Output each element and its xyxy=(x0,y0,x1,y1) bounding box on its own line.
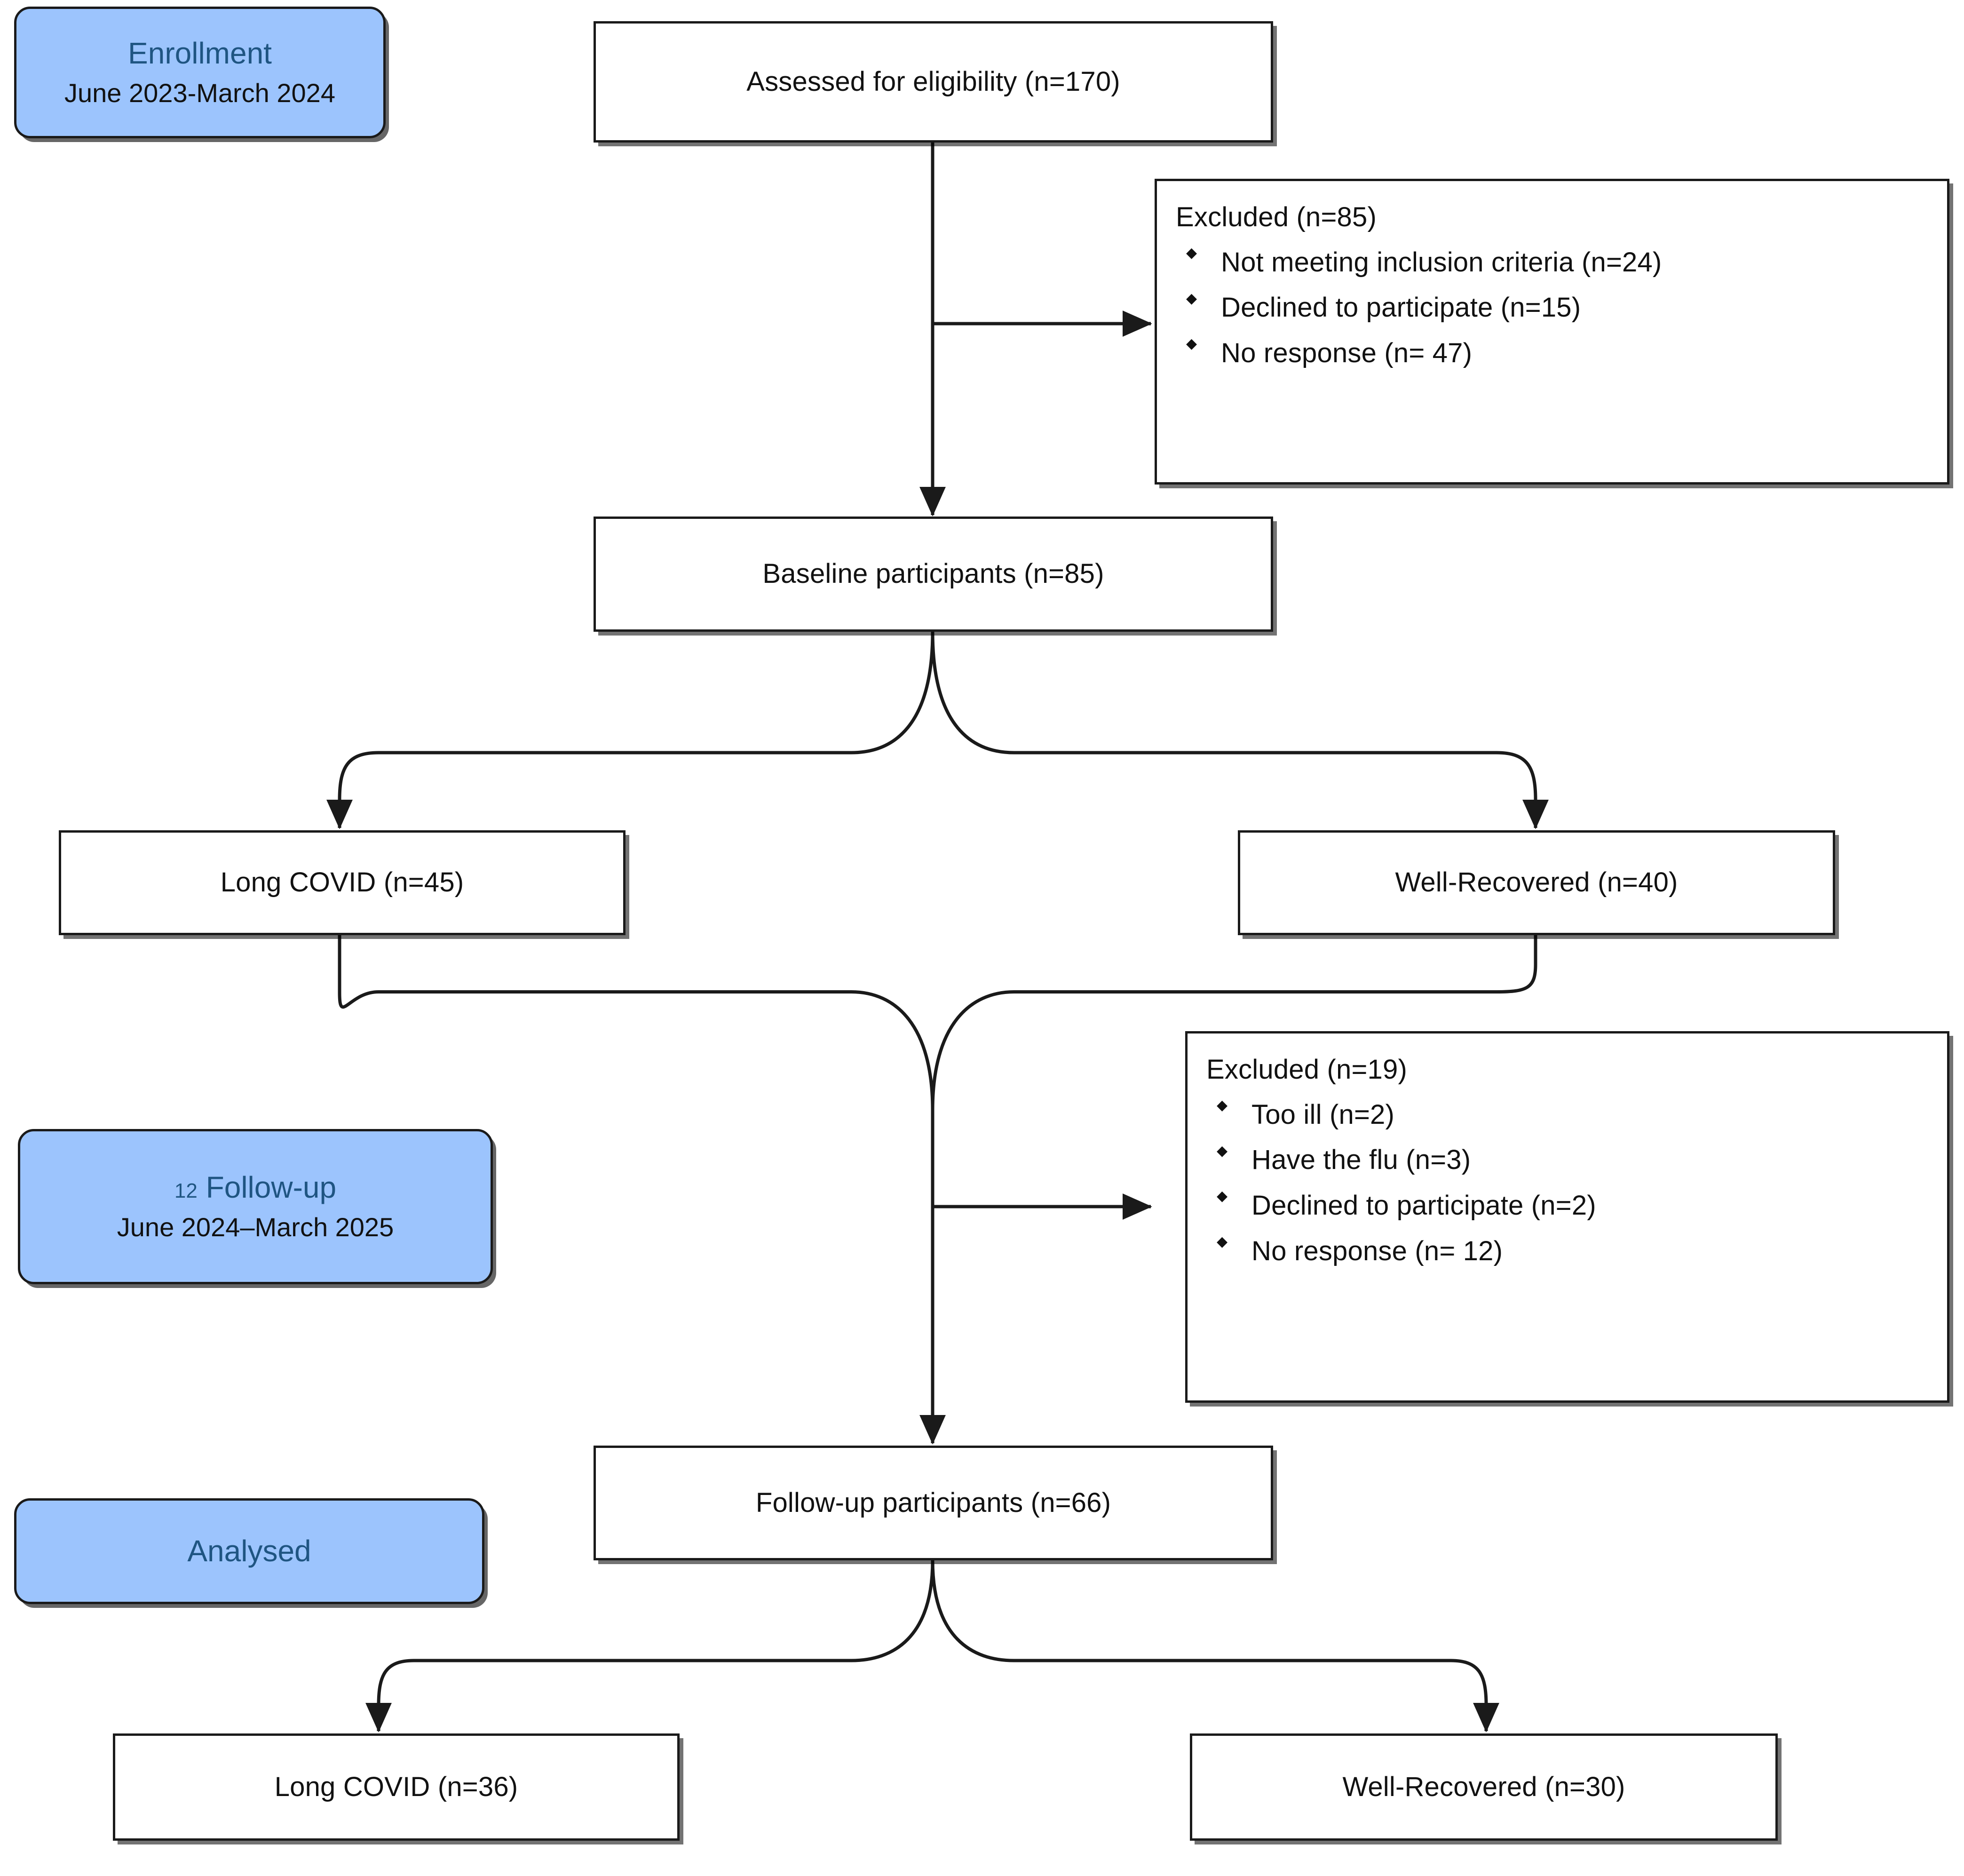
node-followup-long-covid: Long COVID (n=36) xyxy=(113,1733,680,1841)
edge-baseline-split-left xyxy=(326,631,934,829)
node-baseline-well-recovered: Well-Recovered (n=40) xyxy=(1238,830,1835,935)
stage-badge-followup-subtitle: June 2024–March 2025 xyxy=(117,1212,394,1242)
node-followup-participants-label: Follow-up participants (n=66) xyxy=(755,1487,1111,1518)
node-followup-well-recovered-label: Well-Recovered (n=30) xyxy=(1342,1771,1625,1802)
stage-badge-enrollment-title-text: Enrollment xyxy=(128,36,272,70)
list-item: Not meeting inclusion criteria (n=24) xyxy=(1176,246,1930,279)
stage-badge-analysed-title-text: Analysed xyxy=(187,1534,311,1568)
excluded-followup-reason-0: Too ill (n=2) xyxy=(1251,1099,1395,1130)
list-item: Too ill (n=2) xyxy=(1206,1098,1930,1132)
node-followup-participants: Follow-up participants (n=66) xyxy=(594,1446,1273,1560)
list-item: No response (n= 12) xyxy=(1206,1235,1930,1268)
node-baseline-label: Baseline participants (n=85) xyxy=(762,558,1104,589)
node-followup-well-recovered: Well-Recovered (n=30) xyxy=(1190,1733,1778,1841)
excluded-followup-reason-1: Have the flu (n=3) xyxy=(1251,1145,1471,1176)
stage-badge-followup-title: 12 Follow-up xyxy=(174,1170,337,1205)
node-baseline-participants: Baseline participants (n=85) xyxy=(594,517,1273,632)
excluded-enrollment-heading: Excluded (n=85) xyxy=(1176,202,1377,232)
list-item: Declined to participate (n=15) xyxy=(1176,291,1930,325)
list-item: No response (n= 47) xyxy=(1176,337,1930,370)
excluded-enrollment-reason-list: Not meeting inclusion criteria (n=24) De… xyxy=(1176,246,1930,370)
stage-badge-enrollment-subtitle: June 2023-March 2024 xyxy=(64,78,335,108)
node-assessed-label: Assessed for eligibility (n=170) xyxy=(746,66,1120,97)
edge-followup-split-right xyxy=(931,1560,1499,1733)
stage-badge-followup-prefix: 12 xyxy=(174,1179,198,1202)
list-item: Have the flu (n=3) xyxy=(1206,1144,1930,1177)
stage-badge-enrollment-title: Enrollment xyxy=(128,36,272,71)
excluded-followup-heading: Excluded (n=19) xyxy=(1206,1054,1407,1085)
list-item: Declined to participate (n=2) xyxy=(1206,1189,1930,1223)
excluded-followup-reason-3: No response (n= 12) xyxy=(1251,1235,1503,1266)
stage-badge-enrollment: Enrollment June 2023-March 2024 xyxy=(14,7,386,138)
node-excluded-enrollment: Excluded (n=85) Not meeting inclusion cr… xyxy=(1155,179,1949,485)
excluded-followup-reason-2: Declined to participate (n=2) xyxy=(1251,1190,1596,1221)
excluded-followup-reason-list: Too ill (n=2) Have the flu (n=3) Decline… xyxy=(1206,1098,1930,1268)
node-baseline-long-covid: Long COVID (n=45) xyxy=(59,830,626,935)
excluded-enrollment-reason-1: Declined to participate (n=15) xyxy=(1221,292,1581,323)
stage-badge-followup-title-text: Follow-up xyxy=(197,1170,337,1204)
excluded-enrollment-reason-0: Not meeting inclusion criteria (n=24) xyxy=(1221,246,1662,278)
stage-badge-analysed-title: Analysed xyxy=(187,1534,311,1568)
edge-baseline-split-right xyxy=(931,631,1549,829)
node-excluded-followup: Excluded (n=19) Too ill (n=2) Have the f… xyxy=(1185,1031,1949,1403)
node-assessed-for-eligibility: Assessed for eligibility (n=170) xyxy=(594,21,1273,143)
node-followup-long-covid-label: Long COVID (n=36) xyxy=(274,1771,518,1802)
node-baseline-long-covid-label: Long COVID (n=45) xyxy=(220,867,464,898)
stage-badge-analysed: Analysed xyxy=(14,1498,484,1604)
stage-badge-followup: 12 Follow-up June 2024–March 2025 xyxy=(18,1129,493,1284)
excluded-enrollment-reason-2: No response (n= 47) xyxy=(1221,338,1473,369)
node-baseline-well-recovered-label: Well-Recovered (n=40) xyxy=(1395,867,1678,898)
